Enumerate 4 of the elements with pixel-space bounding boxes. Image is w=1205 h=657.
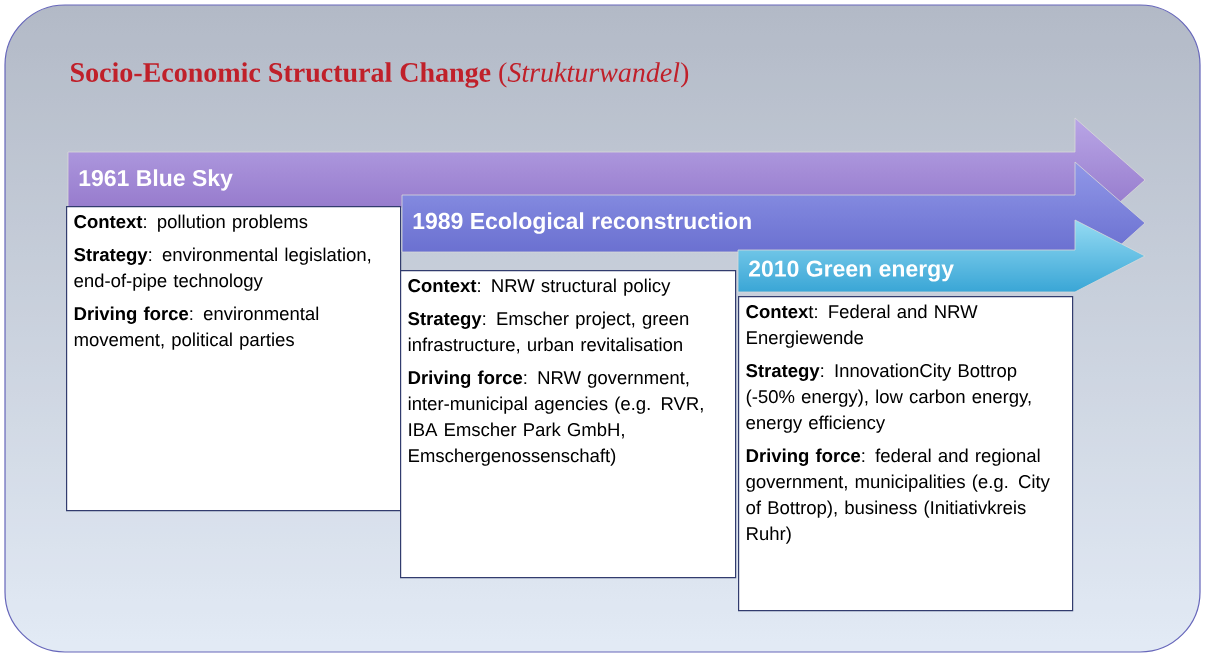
title: Socio-Economic Structural Change (Strukturwandel) bbox=[71, 62, 689, 88]
text-box: Context: NRW structural policy Strategy: Emscher project, green infrastructure, urban revitalisation Driving force: NRW government, inter-municipal agencies (e.g. RVR, IBA Emscher Park GmbH, Emschergenossenschaft) bbox=[400, 270, 737, 579]
text-box: Context: pollution problems Strategy: environmental legislation, end-of-pipe technology Driving force: environmental movement, political parties bbox=[66, 206, 402, 512]
text-box: Context: Federal and NRW Energiewende Strategy: InnovationCity Bottrop (-50% energy), low carbon energy, energy efficiency Driving force: federal and regional government, municipalities (e.g. City of Bottrop), business (Initiativkreis Ruhr) bbox=[738, 296, 1074, 612]
